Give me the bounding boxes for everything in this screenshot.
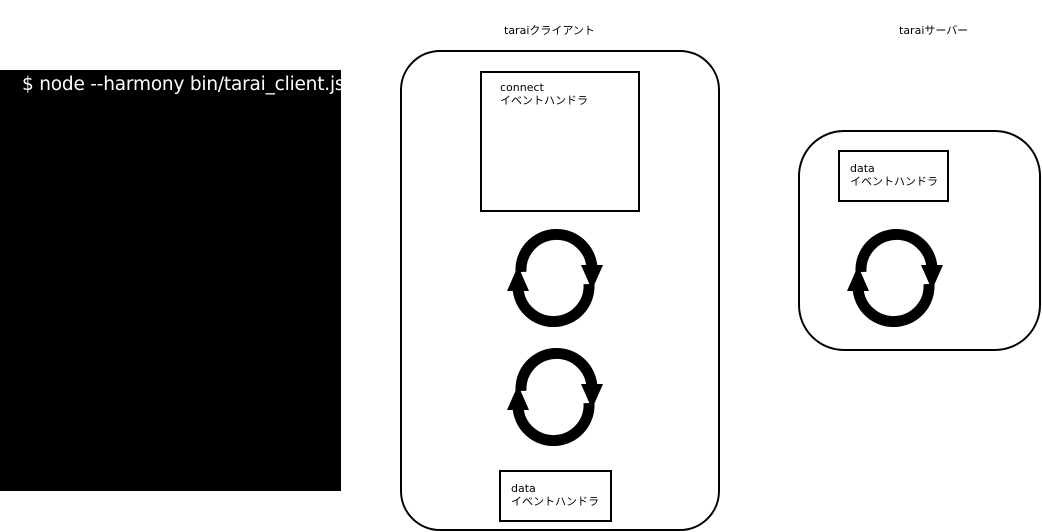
event-loop-icon	[507, 228, 603, 328]
terminal-window: $ node --harmony bin/tarai_client.js	[0, 70, 345, 491]
client-connect-handler-label: イベントハンドラ	[500, 94, 588, 107]
client-connect-event-name: connect	[500, 81, 544, 94]
event-loop-icon	[847, 228, 943, 328]
client-data-handler-label: イベントハンドラ	[511, 495, 599, 508]
terminal-command: $ node --harmony bin/tarai_client.js	[22, 74, 345, 95]
client-title: taraiクライアント	[504, 24, 595, 37]
client-data-handler-box: data イベントハンドラ	[499, 470, 612, 522]
server-data-handler-label: イベントハンドラ	[850, 175, 938, 188]
server-data-event-name: data	[850, 162, 875, 175]
client-connect-handler-box: connect イベントハンドラ	[480, 71, 640, 212]
event-loop-icon	[507, 347, 603, 447]
server-data-handler-box: data イベントハンドラ	[838, 150, 949, 202]
server-title: taraiサーバー	[899, 24, 969, 37]
client-data-event-name: data	[511, 482, 536, 495]
